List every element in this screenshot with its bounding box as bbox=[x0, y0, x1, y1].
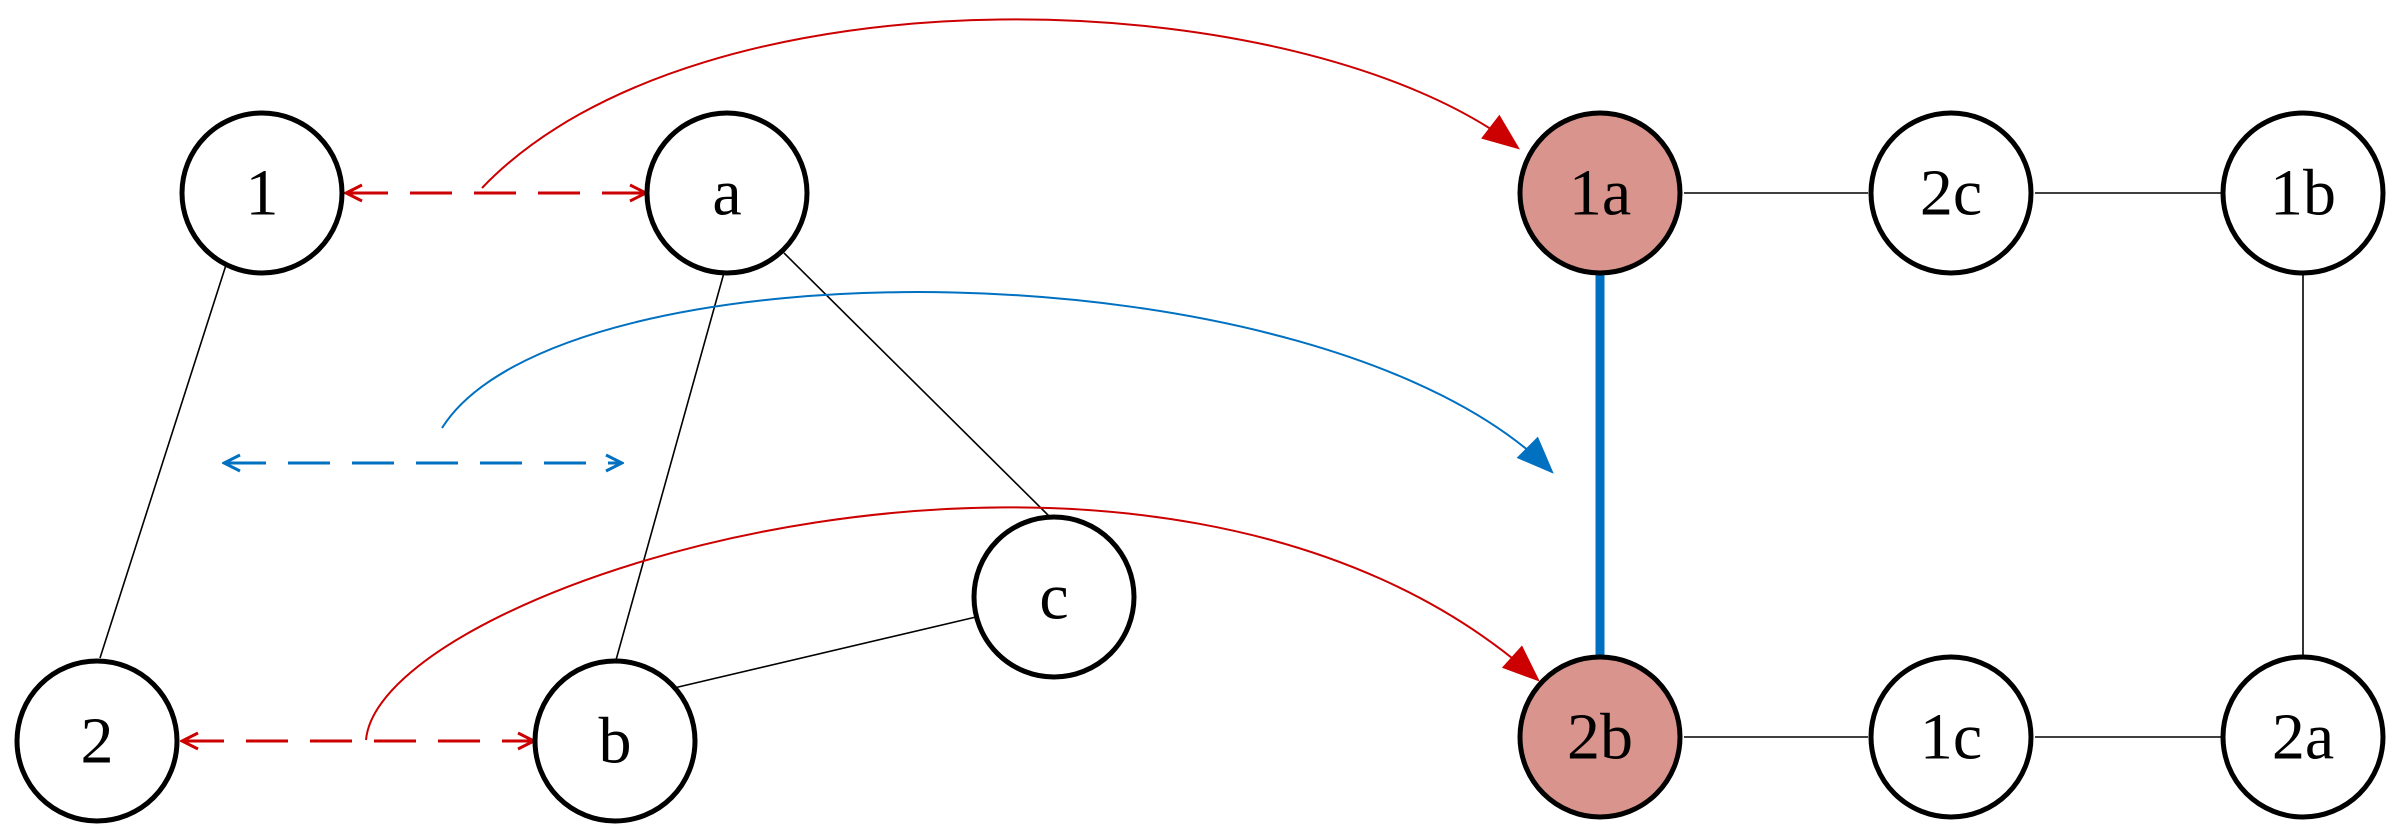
node-b: b bbox=[532, 658, 698, 824]
edge-a-b bbox=[615, 261, 728, 661]
node-1a-label: 1a bbox=[1569, 157, 1631, 230]
node-2a-label: 2a bbox=[2272, 701, 2334, 774]
node-2: 2 bbox=[14, 658, 180, 824]
node-1c: 1c bbox=[1868, 654, 2034, 820]
node-1-label: 1 bbox=[246, 157, 279, 230]
edge-a-c bbox=[783, 252, 1052, 519]
node-b-label: b bbox=[599, 705, 632, 778]
node-a-label: a bbox=[712, 157, 741, 230]
right-graph-edges bbox=[1684, 192, 2304, 738]
mapping-arrow-to-1a bbox=[481, 18, 1520, 189]
node-2-label: 2 bbox=[81, 705, 114, 778]
node-1b: 1b bbox=[2220, 110, 2386, 276]
edge-b-c bbox=[673, 616, 977, 689]
node-1a: 1a bbox=[1517, 110, 1683, 276]
node-1: 1 bbox=[179, 110, 345, 276]
node-a: a bbox=[644, 110, 810, 276]
node-2c-label: 2c bbox=[1920, 157, 1982, 230]
node-2b-label: 2b bbox=[1567, 701, 1633, 774]
node-1c-label: 1c bbox=[1920, 701, 1982, 774]
node-1b-label: 1b bbox=[2270, 157, 2336, 230]
node-2a: 2a bbox=[2220, 654, 2386, 820]
left-graph-edges bbox=[99, 252, 1052, 689]
node-2c: 2c bbox=[1868, 110, 2034, 276]
node-c: c bbox=[971, 514, 1137, 680]
mapping-arrow-to-2b bbox=[365, 506, 1540, 741]
node-2b: 2b bbox=[1517, 654, 1683, 820]
node-c-label: c bbox=[1039, 561, 1068, 634]
mapping-arrow-to-edge bbox=[441, 291, 1554, 474]
edge-1-2 bbox=[99, 264, 227, 659]
